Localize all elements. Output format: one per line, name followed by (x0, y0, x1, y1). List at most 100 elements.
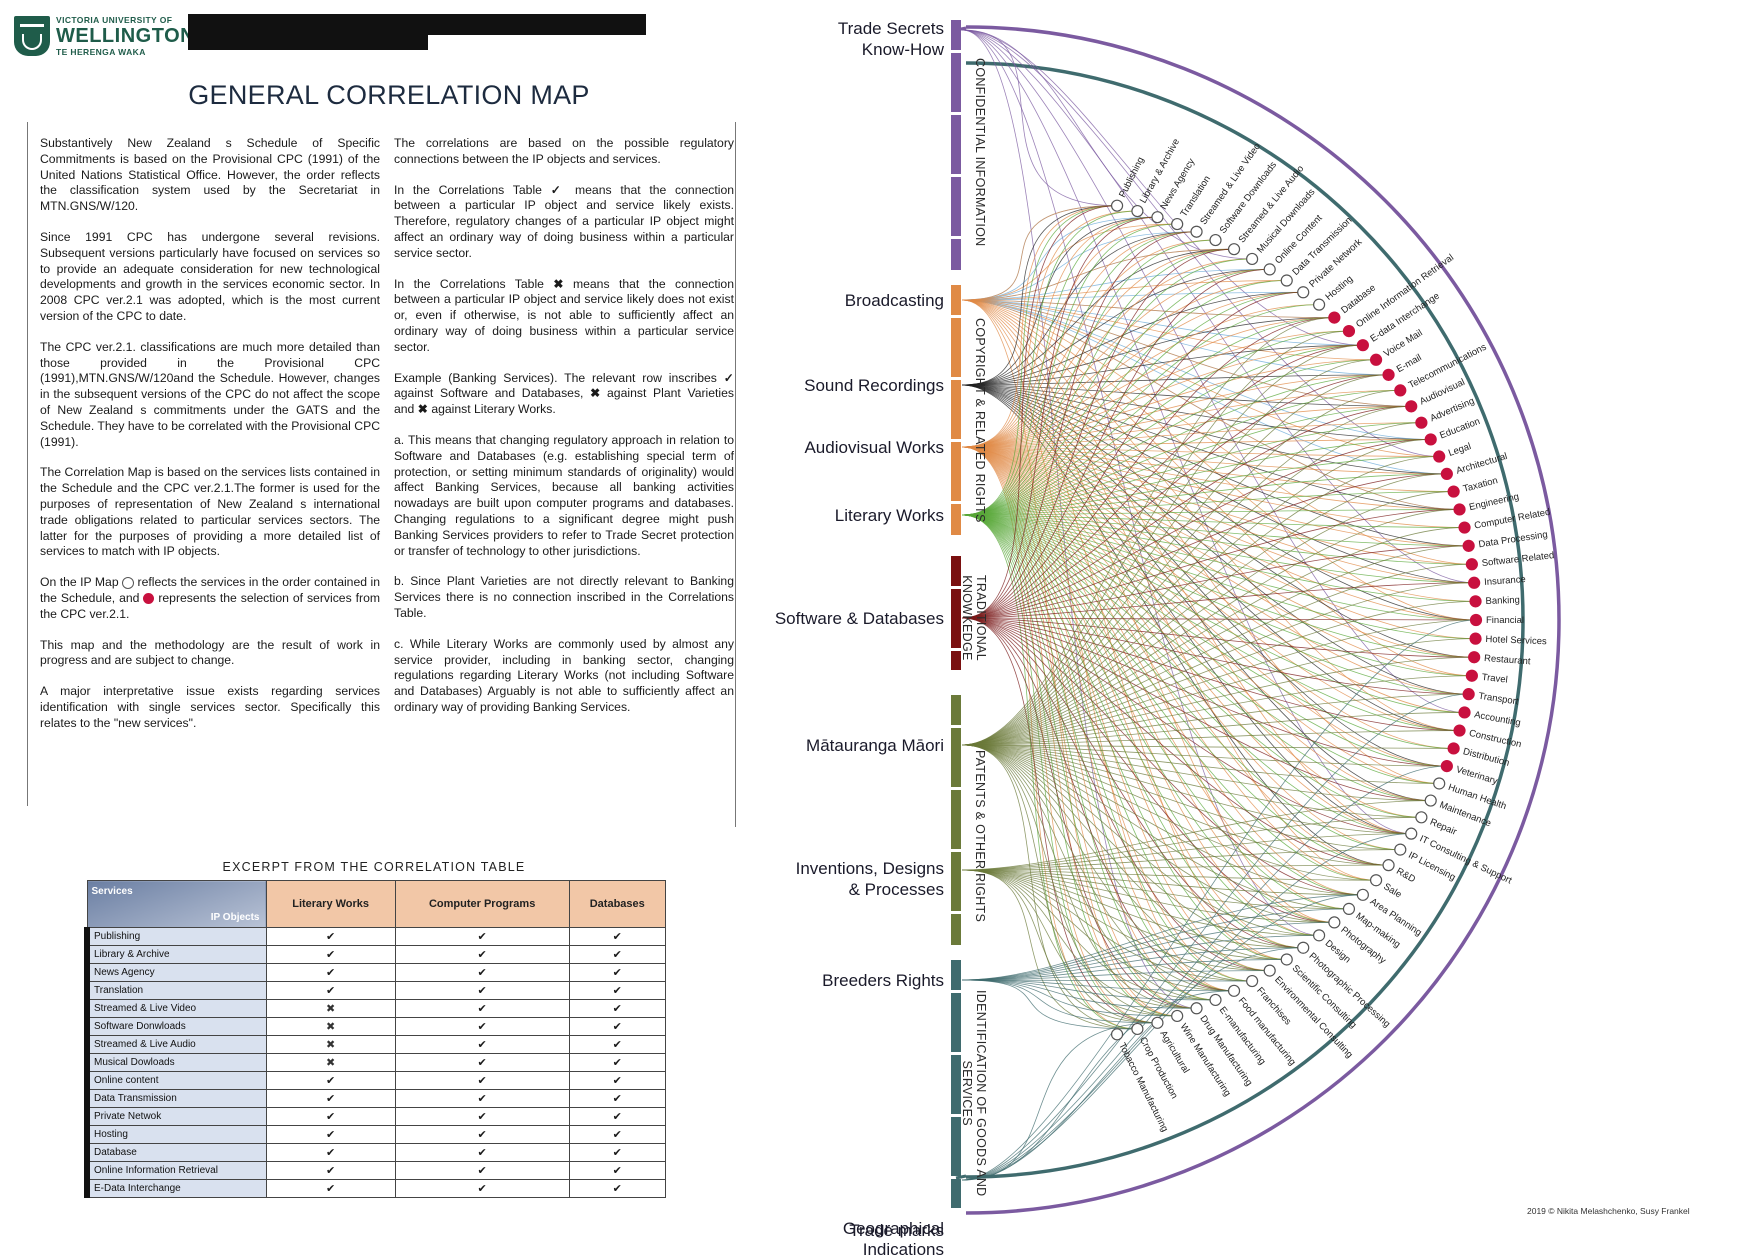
schedule-service-node (1227, 984, 1241, 997)
correlation-link (961, 509, 1460, 516)
correlation-link (961, 979, 1216, 1001)
service-cell: Software Donwloads (84, 1017, 267, 1036)
schedule-service-node (1382, 859, 1395, 872)
correlation-link (961, 29, 1253, 260)
correlation-link (961, 744, 1197, 1009)
column-header: Databases (568, 880, 667, 928)
correlation-link (961, 446, 1440, 457)
cpc-service-node (1469, 632, 1482, 645)
service-cell: Online content (84, 1071, 267, 1090)
schedule-service-node (1171, 1009, 1184, 1023)
schedule-service-node (1405, 827, 1418, 840)
correlation-link (961, 205, 1118, 619)
ip-object-label-line: & Processes (848, 880, 944, 899)
redaction-bar (188, 35, 428, 50)
correlation-link (961, 374, 1389, 619)
correlation-link (961, 869, 1377, 881)
cpc-service-node (1462, 539, 1475, 552)
cross-mark: ✖ (265, 1035, 396, 1054)
correlation-link (961, 299, 1363, 346)
correlation-link (961, 446, 1475, 658)
correlation-link (961, 514, 1363, 896)
correlation-link (961, 29, 1475, 584)
correlation-link (961, 231, 1197, 301)
paragraph: b. Since Plant Varieties are not directl… (394, 574, 734, 620)
paragraph: In the Correlations Table ✓ means that t… (394, 183, 734, 262)
correlation-link (961, 908, 1349, 981)
cpc-service-node (1465, 669, 1478, 682)
correlation-link (961, 291, 1304, 516)
connector-line (955, 1174, 967, 1180)
correlation-link (961, 869, 1197, 1009)
correlation-link (961, 216, 1158, 386)
ip-object-label-line: Breeders Rights (822, 971, 944, 990)
correlation-link (961, 384, 1412, 407)
ip-object-label: Software & Databases (775, 608, 944, 629)
column-header: Computer Programs (394, 880, 570, 928)
schedule-service-node (1297, 941, 1310, 954)
correlation-link (961, 223, 1178, 516)
column-divider (27, 122, 28, 806)
category-bar-gap (951, 586, 961, 589)
correlation-link (961, 291, 1304, 448)
ip-object-label-line: Broadcasting (844, 291, 944, 310)
category-bar-gap (951, 787, 961, 790)
correlation-link (961, 869, 1158, 1024)
correlation-link (961, 231, 1197, 386)
ip-object-label: Sound Recordings (804, 375, 944, 396)
correlation-link (961, 869, 1253, 982)
text: Example (Banking Services). The relevant… (394, 370, 717, 385)
table-row: E-Data Interchange✔✔✔ (84, 1179, 667, 1198)
correlation-link (961, 744, 1349, 910)
correlation-link (961, 210, 1138, 448)
correlation-link (961, 446, 1178, 1017)
ip-object-label-line: Know-How (861, 40, 944, 59)
paragraph: In the Correlations Table ✖ means that t… (394, 277, 734, 356)
legend-text: On the IP Map (40, 575, 119, 590)
schedule-service-node (1190, 225, 1203, 238)
correlation-link (961, 422, 1422, 516)
schedule-service-node (1209, 233, 1222, 247)
correlation-link (961, 384, 1475, 584)
check-mark: ✔ (394, 1143, 570, 1162)
correlation-link (961, 744, 1335, 923)
table-row: Online content✔✔✔ (84, 1071, 667, 1090)
correlation-link (961, 693, 1469, 1181)
correlation-link (961, 473, 1447, 516)
correlation-link (961, 456, 1440, 746)
paragraph: The Correlation Map is based on the serv… (40, 465, 380, 559)
correlation-link (961, 744, 1235, 992)
correlation-link (961, 744, 1320, 936)
corner-ip-objects-label: IP Objects (210, 912, 260, 923)
correlation-link (961, 29, 1412, 835)
service-cell: Database (84, 1143, 267, 1162)
schedule-service-node (1280, 953, 1293, 966)
correlation-link (961, 359, 1377, 516)
correlation-link (961, 869, 1178, 1017)
category-label: PATENTS & OTHER RIGHTS (973, 750, 987, 922)
schedule-service-node (1328, 916, 1341, 929)
correlation-link (961, 617, 1447, 767)
correlation-link (961, 269, 1270, 516)
correlation-link (961, 509, 1460, 746)
schedule-service-node (1209, 993, 1222, 1007)
correlation-link (961, 979, 1158, 1024)
column-divider (735, 122, 736, 827)
table-title: EXCERPT FROM THE CORRELATION TABLE (222, 860, 526, 874)
paragraph: This map and the methodology are the res… (40, 637, 380, 668)
correlation-link (961, 617, 1475, 658)
correlation-link (961, 446, 1253, 982)
check-mark: ✔ (568, 1053, 667, 1072)
category-bar-gap (951, 315, 961, 318)
correlation-link (961, 299, 1460, 510)
cpc-service-node (1469, 613, 1483, 627)
correlation-link (961, 446, 1472, 565)
correlation-link (961, 849, 1401, 871)
correlation-link (961, 317, 1335, 386)
correlation-link (961, 617, 1158, 1024)
check-mark: ✔ (394, 1089, 570, 1108)
correlation-link (961, 446, 1469, 695)
table-row: Publishing✔✔✔ (84, 927, 667, 946)
correlation-link (961, 205, 1118, 516)
